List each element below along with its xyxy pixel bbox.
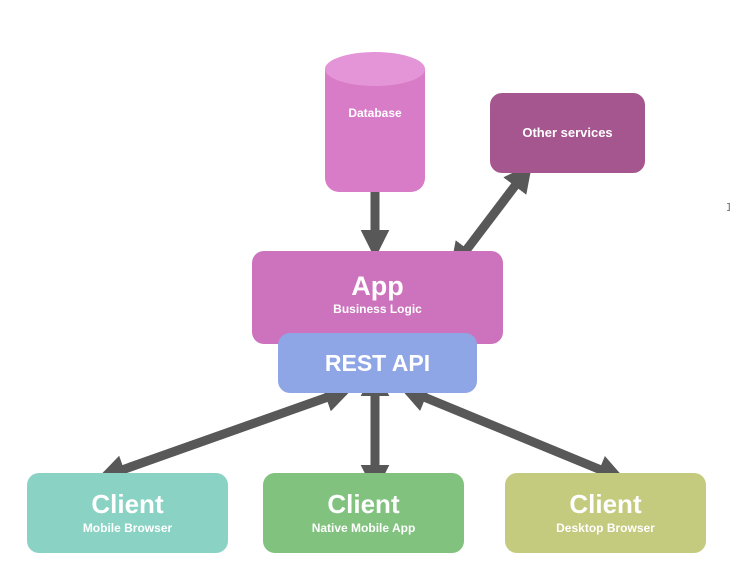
other-services-node: Other services — [490, 93, 645, 173]
database-cylinder-top — [325, 52, 425, 86]
client-subtitle: Native Mobile App — [311, 520, 416, 535]
arrow-other-services-app — [449, 163, 533, 272]
app-node: App Business Logic — [252, 251, 503, 344]
client-subtitle: Desktop Browser — [556, 520, 655, 535]
client-desktop-browser-node: Client Desktop Browser — [505, 473, 706, 553]
rest-api-label: REST API — [324, 349, 431, 376]
arrow-rest-desktop-client — [399, 384, 626, 483]
client-native-mobile-app-node: Client Native Mobile App — [263, 473, 464, 553]
database-label: Database — [348, 106, 402, 120]
database-node: Database — [325, 52, 425, 192]
client-subtitle: Mobile Browser — [82, 520, 173, 535]
client-title: Client — [91, 488, 164, 519]
app-subtitle: Business Logic — [333, 302, 422, 317]
app-title: App — [351, 271, 404, 302]
other-services-label: Other services — [522, 125, 613, 141]
rest-api-node: REST API — [278, 333, 477, 393]
database-cylinder-body — [325, 68, 425, 192]
arrow-rest-mobile-client — [96, 384, 354, 483]
client-title: Client — [569, 488, 642, 519]
text-cursor-icon: I — [726, 201, 730, 214]
client-title: Client — [327, 488, 400, 519]
client-mobile-browser-node: Client Mobile Browser — [27, 473, 228, 553]
